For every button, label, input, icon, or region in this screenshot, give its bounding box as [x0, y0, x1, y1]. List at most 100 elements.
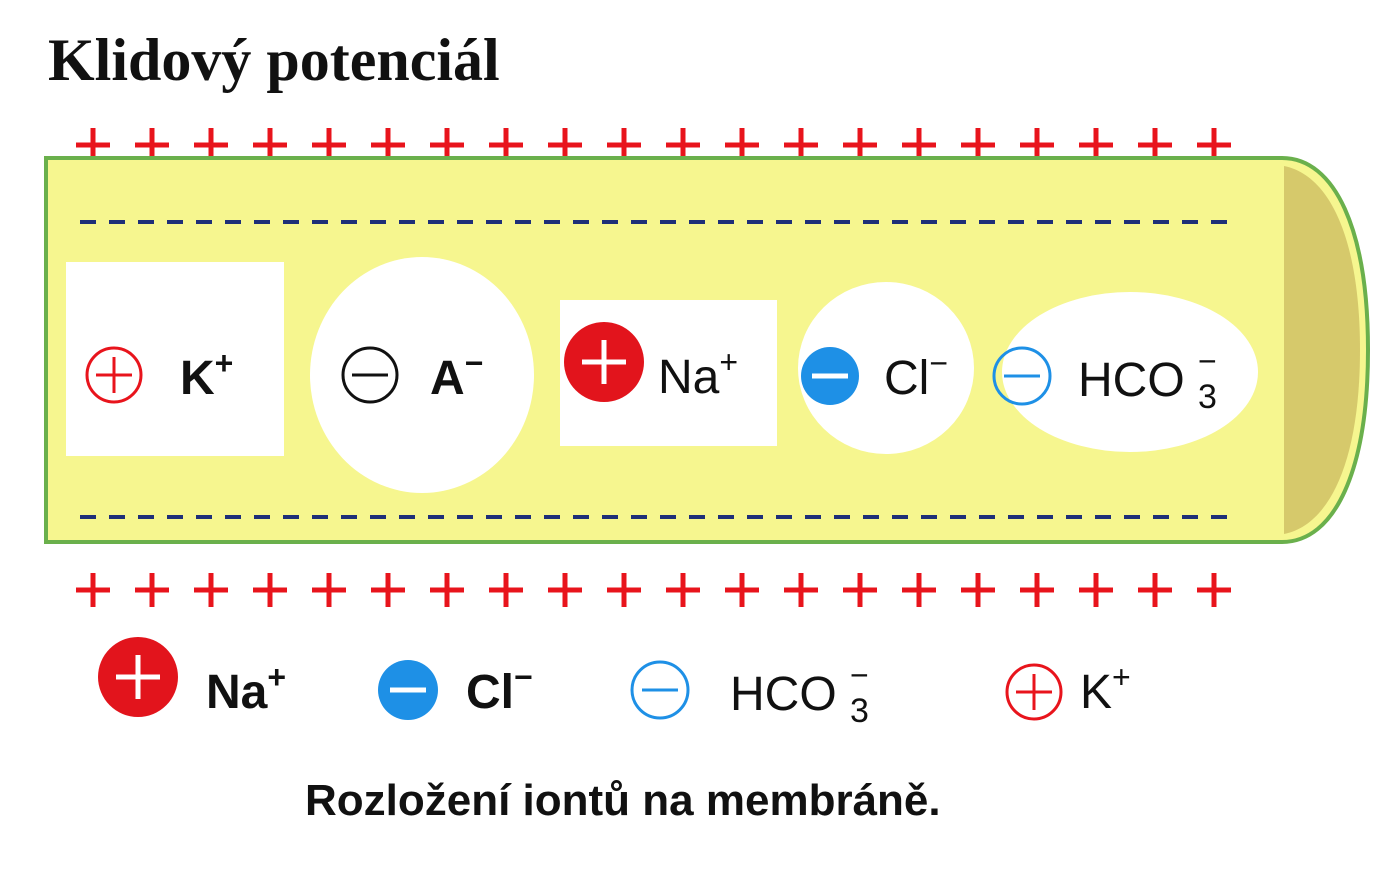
negative-charge-mark	[370, 220, 386, 224]
negative-charge-mark	[834, 220, 850, 224]
negative-charge-mark	[544, 220, 560, 224]
plus-filled-icon	[98, 637, 178, 717]
negative-charge-mark	[776, 220, 792, 224]
minus-outline-blue-icon	[992, 346, 1052, 406]
negative-charge-mark	[573, 220, 589, 224]
inside-ion-cl: Cl−	[801, 345, 948, 405]
negative-charge-mark	[805, 220, 821, 224]
negative-charge-mark	[80, 220, 96, 224]
negative-charge-mark	[515, 515, 531, 519]
negative-charge-mark	[1182, 220, 1198, 224]
inside-ion-backgrounds	[66, 257, 1258, 493]
negative-charge-mark	[1095, 515, 1111, 519]
minus-outline-icon	[341, 346, 399, 404]
ion-charge: +	[1112, 659, 1131, 695]
positive-charge-mark	[607, 573, 641, 607]
negative-charge-mark	[1153, 515, 1169, 519]
ion-charge: −	[929, 345, 948, 381]
positive-charge-mark	[430, 573, 464, 607]
svg-text:Cl−: Cl−	[466, 659, 533, 719]
negative-charge-mark	[950, 515, 966, 519]
negative-charge-mark	[689, 220, 705, 224]
positive-charge-mark	[194, 573, 228, 607]
a-ion-bubble	[310, 257, 534, 493]
negative-charge-mark	[1095, 220, 1111, 224]
inside-ions: K+ A− Na+	[85, 322, 1217, 416]
svg-text:A−: A−	[430, 345, 483, 405]
negative-charge-mark	[1066, 220, 1082, 224]
negative-charge-mark	[602, 515, 618, 519]
positive-charge-mark	[253, 573, 287, 607]
ion-label: Na	[206, 666, 268, 719]
negative-charge-mark	[109, 515, 125, 519]
negative-charge-mark	[196, 515, 212, 519]
ion-charge: −	[850, 657, 869, 693]
positive-charge-mark	[1079, 573, 1113, 607]
negative-charge-mark	[1037, 220, 1053, 224]
cl-ion-bubble	[798, 282, 974, 454]
svg-text:HCO: HCO	[730, 668, 837, 721]
positive-charge-mark	[135, 573, 169, 607]
ion-subscript: 3	[850, 692, 869, 730]
negative-charge-mark	[1124, 515, 1140, 519]
inner-bottom-negative-charges	[80, 515, 1227, 519]
negative-charge-mark	[1211, 515, 1227, 519]
negative-charge-mark	[631, 220, 647, 224]
negative-charge-mark	[167, 515, 183, 519]
negative-charge-mark	[747, 220, 763, 224]
plus-filled-icon	[564, 322, 644, 402]
negative-charge-mark	[863, 515, 879, 519]
k-ion-box	[66, 262, 284, 456]
positive-charge-mark	[312, 573, 346, 607]
negative-charge-mark	[660, 220, 676, 224]
ion-label: Cl	[466, 666, 514, 719]
negative-charge-mark	[602, 220, 618, 224]
ion-label: HCO	[730, 668, 837, 721]
negative-charge-mark	[921, 220, 937, 224]
negative-charge-mark	[254, 220, 270, 224]
inner-top-negative-charges	[80, 220, 1227, 224]
negative-charge-mark	[544, 515, 560, 519]
positive-charge-mark	[371, 573, 405, 607]
negative-charge-mark	[196, 220, 212, 224]
outside-ion-cl: Cl−	[378, 659, 533, 720]
negative-charge-mark	[428, 220, 444, 224]
minus-outline-blue-icon	[630, 660, 690, 720]
negative-charge-mark	[109, 220, 125, 224]
ion-label: A	[430, 352, 465, 405]
negative-charge-mark	[834, 515, 850, 519]
svg-text:K+: K+	[1080, 659, 1131, 719]
positive-charge-mark	[1197, 573, 1231, 607]
ion-subscript: 3	[1198, 378, 1217, 416]
negative-charge-mark	[1211, 220, 1227, 224]
negative-charge-mark	[921, 515, 937, 519]
negative-charge-mark	[805, 515, 821, 519]
minus-filled-icon	[801, 347, 859, 405]
positive-charge-mark	[1020, 573, 1054, 607]
negative-charge-mark	[312, 515, 328, 519]
negative-charge-mark	[950, 220, 966, 224]
negative-charge-mark	[718, 515, 734, 519]
negative-charge-mark	[341, 220, 357, 224]
inside-ion-k: K+	[85, 345, 233, 405]
negative-charge-mark	[399, 515, 415, 519]
plus-outline-icon	[1005, 663, 1063, 721]
negative-charge-mark	[225, 220, 241, 224]
negative-charge-mark	[457, 515, 473, 519]
ion-charge: +	[215, 345, 234, 381]
negative-charge-mark	[1153, 220, 1169, 224]
inside-ion-a: A−	[341, 345, 483, 405]
negative-charge-mark	[138, 515, 154, 519]
negative-charge-mark	[892, 220, 908, 224]
inside-ion-hco3: HCO 3 −	[992, 343, 1217, 416]
negative-charge-mark	[138, 220, 154, 224]
hco3-ion-bubble	[1002, 292, 1258, 452]
negative-charge-mark	[1037, 515, 1053, 519]
svg-text:K+: K+	[180, 345, 233, 405]
negative-charge-mark	[631, 515, 647, 519]
negative-charge-mark	[1066, 515, 1082, 519]
negative-charge-mark	[515, 220, 531, 224]
negative-charge-mark	[718, 220, 734, 224]
minus-filled-icon	[378, 660, 438, 720]
